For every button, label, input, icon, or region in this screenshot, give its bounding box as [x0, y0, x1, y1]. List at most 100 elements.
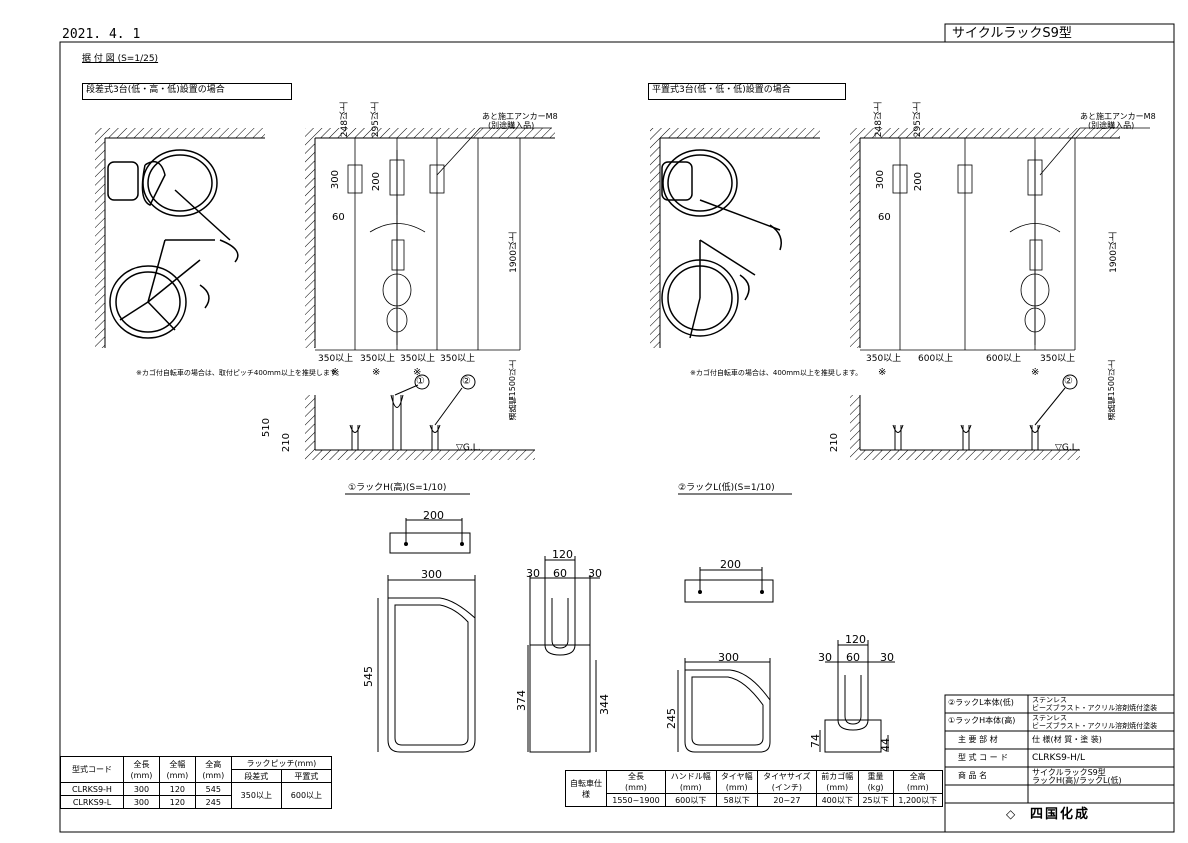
rack-l-d120: 120 [845, 633, 866, 646]
left-dim-295: 295以上 [371, 102, 381, 138]
left-dim-1900: 1900以上 [509, 232, 519, 273]
rack-h-d120: 120 [552, 548, 573, 561]
rack-h-d300: 300 [421, 568, 442, 581]
title-block-r2-label: 主 要 部 材 [958, 735, 998, 744]
right-dim-1500-value: 1500以上 [1107, 360, 1116, 397]
bike-side-view-left [107, 149, 239, 339]
right-dim-60: 60 [878, 212, 891, 223]
left-dim-248: 248以上 [340, 102, 350, 138]
left-callout-1: ① [416, 376, 425, 387]
right-section-heading-box [648, 83, 846, 100]
right-callout-2: ② [1064, 376, 1073, 387]
bike-spec-table: 自転車仕様 全長 (mm) ハンドル幅 (mm) タイヤ幅 (mm) タイヤサイ… [565, 770, 944, 807]
left-dim-350-b: 350以上 [360, 354, 396, 364]
left-dim-60: 60 [332, 212, 345, 223]
right-anchor-note-1: あと施工アンカーM8 [1080, 112, 1156, 121]
model-table-sh-flat: 平置式 [280, 769, 333, 783]
model-table-sh-step: 段差式 [230, 769, 282, 783]
bike-spec-value: 20~27 [756, 793, 817, 807]
left-section-heading: 段差式3台(低・高・低)設置の場合 [86, 85, 225, 95]
right-dim-1500: 通路幅1500以上 [1107, 360, 1116, 421]
bike-spec-row-label: 自転車仕様 [565, 770, 607, 807]
bike-spec-value: 600以下 [664, 793, 717, 807]
right-star-a: ※ [878, 367, 887, 378]
left-star-c: ※ [413, 367, 422, 378]
left-dim-1500: 通路幅1500以上 [508, 360, 517, 420]
rack-l-d74: 74 [809, 734, 822, 748]
title-block-r0-label: ②ラックL本体(低) [948, 698, 1014, 707]
right-dim-600-a: 600以上 [918, 354, 954, 364]
model-table-cell: 300 [123, 795, 160, 809]
rack-l-d200: 200 [720, 558, 741, 571]
rack-l-d300: 300 [718, 651, 739, 664]
right-section-heading: 平置式3台(低・低・低)設置の場合 [652, 85, 791, 95]
bike-spec-header: 全高 (mm) [892, 770, 944, 794]
title-block-r3-label: 型 式 コ ー ド [958, 753, 1009, 762]
company-logo-icon: ◇ [1006, 807, 1016, 821]
model-table-cell: 120 [158, 795, 196, 809]
model-table-cell: 245 [194, 795, 232, 809]
rack-l-label: ②ラックL(低)(S=1/10) [678, 483, 775, 493]
rack-h-d60: 60 [553, 567, 567, 580]
title-block-r3-value: CLRKS9-H/L [1032, 753, 1085, 763]
bike-spec-value: 25以下 [857, 793, 894, 807]
rack-l-d30a: 30 [818, 651, 832, 664]
left-note: ※カゴ付自転車の場合は、取付ピッチ400mm以上を推奨します。 [136, 369, 344, 377]
right-dim-350-a: 350以上 [866, 354, 902, 364]
left-dim-510: 510 [261, 418, 272, 438]
right-gl: ▽G.L. [1055, 443, 1080, 453]
left-section-heading-box [82, 83, 292, 100]
model-table-cell: CLRKS9-L [60, 795, 124, 809]
title-block-r1-value: ステンレス ビーズブラスト・アクリル溶剤焼付塗装 [1032, 714, 1158, 730]
title-block-r2-value: 仕 様(材 質・塗 装) [1032, 735, 1102, 744]
left-anchor-note-2: (別途購入品) [488, 121, 535, 130]
rack-h-d545: 545 [362, 666, 375, 687]
title-block-r0-value: ステンレス ビーズブラスト・アクリル溶剤焼付塗装 [1032, 696, 1158, 712]
bike-spec-header: 全長 (mm) [606, 770, 666, 794]
left-dim-350-a: 350以上 [318, 354, 354, 364]
bike-spec-header: 前カゴ幅 (mm) [815, 770, 859, 794]
model-table-pitch-flat: 600以上 [280, 782, 333, 809]
left-dim-210: 210 [281, 433, 292, 453]
left-dim-200: 200 [371, 172, 382, 192]
drawing-title: サイクルラックS9型 [952, 26, 1072, 41]
rack-h-label: ①ラックH(高)(S=1/10) [348, 483, 447, 493]
model-table-cell: CLRKS9-H [60, 782, 124, 796]
model-table-cell: 300 [123, 782, 160, 796]
left-anchor-note-1: あと施工アンカーM8 [482, 112, 558, 121]
left-gl: ▽G.L. [456, 443, 481, 453]
left-dim-1500-value: 1500以上 [508, 360, 517, 397]
right-dim-210: 210 [829, 433, 840, 453]
title-block-r1-label: ①ラックH本体(高) [948, 716, 1016, 725]
right-dim-1500-prefix: 通路幅 [1107, 396, 1116, 421]
left-callout-2: ② [462, 376, 471, 387]
company-logo: 四国化成 [1030, 807, 1091, 822]
model-table-h-width: 全幅 (mm) [158, 756, 196, 783]
left-star-a: ※ [331, 367, 340, 378]
left-star-b: ※ [372, 367, 381, 378]
title-block-r4-value: サイクルラックS9型 ラックH(高)/ラックL(低) [1032, 768, 1122, 785]
bike-spec-header: タイヤ幅 (mm) [715, 770, 758, 794]
right-dim-248: 248以上 [874, 102, 884, 138]
bike-spec-header: ハンドル幅 (mm) [664, 770, 717, 794]
left-dim-300: 300 [330, 170, 341, 190]
bike-spec-value: 58以下 [715, 793, 758, 807]
right-star-b: ※ [1031, 367, 1040, 378]
model-table-h-height: 全高 (mm) [194, 756, 232, 783]
bike-spec-value: 1550~1900 [606, 793, 666, 807]
model-table-cell: 120 [158, 782, 196, 796]
title-block-r4-label: 商 品 名 [958, 771, 988, 780]
model-table-pitch-step: 350以上 [230, 782, 282, 809]
rack-l-d30b: 30 [880, 651, 894, 664]
right-dim-1900: 1900以上 [1109, 232, 1119, 273]
rack-h-d30a: 30 [526, 567, 540, 580]
model-table-h-code: 型式コード [60, 756, 124, 783]
right-dim-200: 200 [913, 172, 924, 192]
rack-l-d245: 245 [665, 708, 678, 729]
left-dim-350-d: 350以上 [440, 354, 476, 364]
left-dim-350-c: 350以上 [400, 354, 436, 364]
rack-l-d60: 60 [846, 651, 860, 664]
rack-l-d44: 44 [879, 738, 892, 752]
bike-spec-value: 1,200以下 [892, 793, 944, 807]
